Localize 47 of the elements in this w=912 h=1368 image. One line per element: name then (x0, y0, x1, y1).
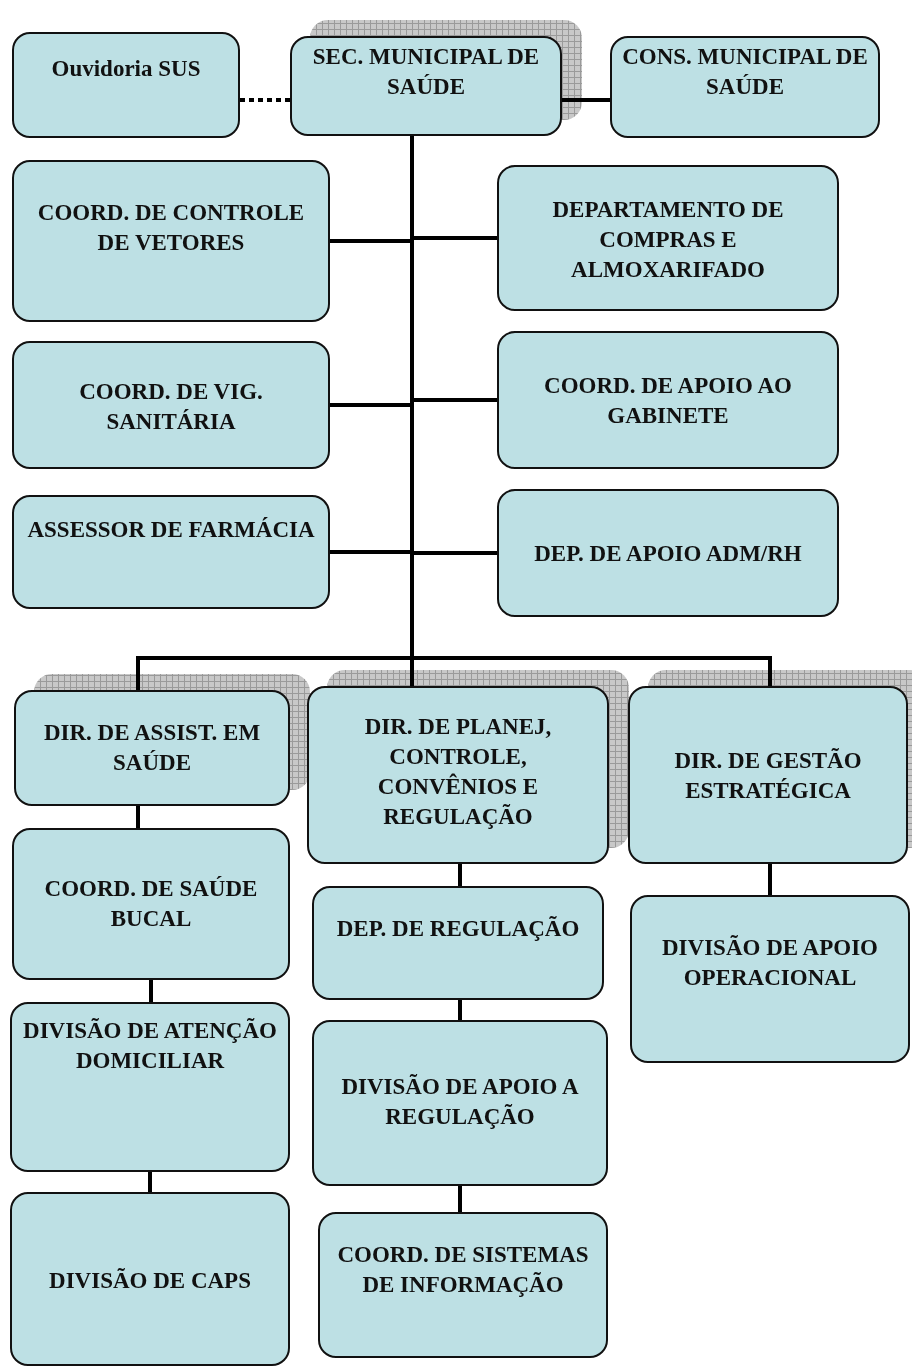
connector-line (562, 98, 610, 102)
org-box (12, 160, 330, 322)
org-box (628, 686, 908, 864)
unit-name: DEP. DE REGULAÇÃO (336, 915, 580, 943)
unit-name: ASSESSOR DE FARMÁCIA (27, 516, 315, 544)
unit-name: DIVISÃO DE APOIO A REGULAÇÃO (340, 1073, 580, 1131)
unit-name: CONS. MUNICIPAL DE SAÚDE (621, 43, 869, 101)
org-box (610, 36, 880, 138)
unit-name: COORD. DE SAÚDE BUCAL (43, 875, 259, 933)
connector-line (148, 1172, 152, 1192)
org-box (12, 495, 330, 609)
org-box (312, 1020, 608, 1186)
unit-name: DIVISÃO DE ATENÇÃO DOMICILIAR (22, 1017, 278, 1075)
unit-name: DEP. DE APOIO ADM/RH (534, 540, 802, 568)
unit-name: DIR. DE PLANEJ, CONTROLE, CONVÊNIOS E REGULAÇÃO (363, 713, 553, 831)
unit-name: COORD. DE SISTEMAS DE INFORMAÇÃO (336, 1241, 590, 1299)
org-box (497, 165, 839, 311)
org-box (630, 895, 910, 1063)
unit-name: SEC. MUNICIPAL DE SAÚDE (311, 43, 541, 101)
org-box (307, 686, 609, 864)
org-box (312, 886, 604, 1000)
connector-line (458, 1000, 462, 1020)
org-box (318, 1212, 608, 1358)
unit-name: Ouvidoria SUS (51, 55, 201, 83)
org-box (12, 32, 240, 138)
unit-name: COORD. DE VIG. SANITÁRIA (78, 378, 264, 436)
connector-line (458, 864, 462, 886)
connector-line (458, 1186, 462, 1212)
org-box (14, 690, 290, 806)
connector-line (768, 864, 772, 895)
org-box (290, 36, 562, 136)
org-box (12, 341, 330, 469)
unit-name: DIR. DE GESTÃO ESTRATÉGICA (673, 747, 863, 805)
connector-line (240, 98, 290, 102)
org-box (10, 1002, 290, 1172)
unit-name: DIR. DE ASSIST. EM SAÚDE (42, 719, 262, 777)
connector-line (136, 806, 140, 828)
unit-name: DIVISÃO DE CAPS (49, 1267, 251, 1295)
connector-line (149, 980, 153, 1002)
org-box (12, 828, 290, 980)
unit-name: COORD. DE APOIO AO GABINETE (543, 372, 793, 430)
org-box (10, 1192, 290, 1366)
unit-name: DEPARTAMENTO DE COMPRAS E ALMOXARIFADO (551, 196, 785, 284)
org-box (497, 489, 839, 617)
org-box (497, 331, 839, 469)
unit-name: DIVISÃO DE APOIO OPERACIONAL (661, 934, 879, 992)
unit-name: COORD. DE CONTROLE DE VETORES (36, 199, 306, 257)
